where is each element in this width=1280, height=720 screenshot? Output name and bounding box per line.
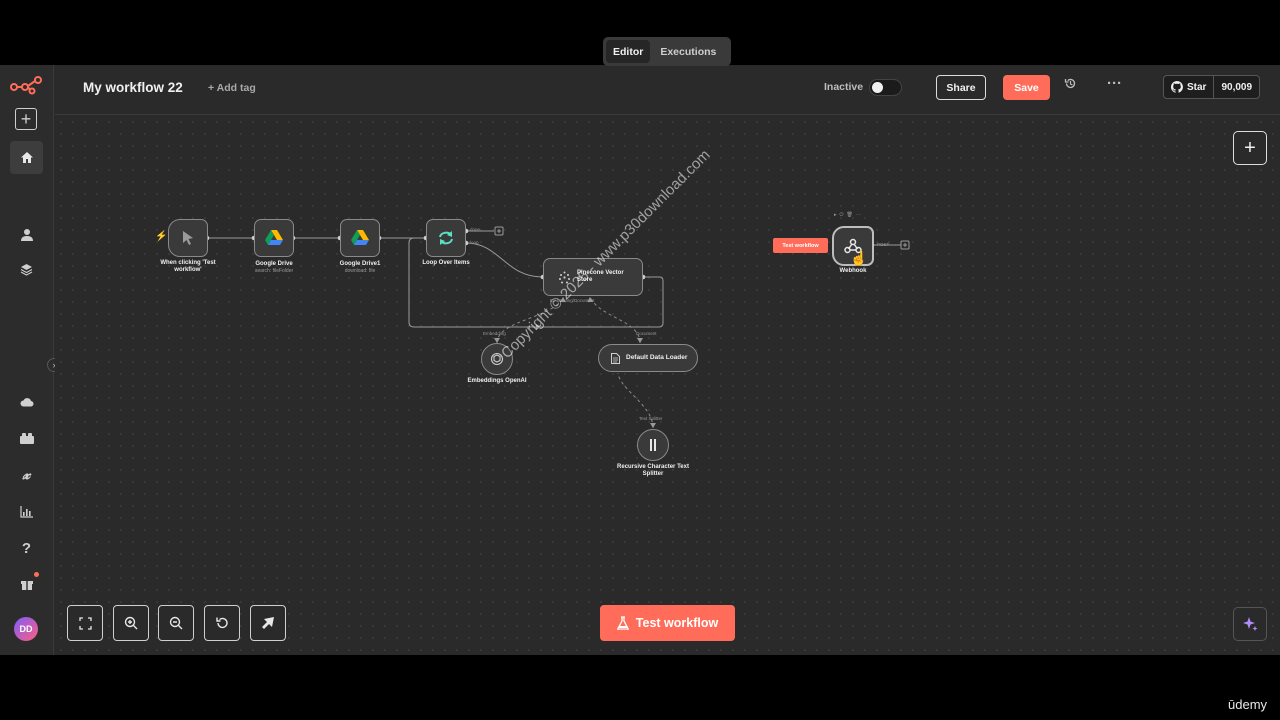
layers-icon[interactable] (10, 253, 43, 286)
github-star-button[interactable]: Star (1164, 76, 1215, 98)
home-icon[interactable] (10, 141, 43, 174)
tidy-up-button[interactable] (250, 605, 286, 641)
gift-icon[interactable] (10, 567, 43, 600)
zoom-in-icon (124, 616, 138, 630)
node-label: Default Data Loader (626, 354, 688, 362)
ai-assistant-button[interactable] (1233, 607, 1267, 641)
test-workflow-label: Test workflow (635, 616, 719, 630)
node-label: Recursive Character Text Splitter (617, 464, 689, 477)
document-label: Document (636, 331, 657, 336)
pinecone-input-label: Embedding/Document (550, 298, 595, 303)
github-icon (1171, 81, 1183, 93)
loop-icon (439, 231, 453, 245)
cursor-icon (183, 231, 193, 245)
open-nodes-panel-button[interactable]: + (1233, 131, 1267, 165)
node-subtitle: search: fileFolder (254, 268, 294, 274)
node-manual-trigger[interactable] (168, 219, 208, 257)
node-label: Pinecone Vector Store (577, 270, 624, 283)
text-splitter-icon (650, 439, 656, 451)
help-icon[interactable]: ? (21, 540, 32, 557)
more-options-icon[interactable]: ··· (1107, 75, 1122, 92)
toggle-knob (872, 82, 883, 93)
n8n-logo[interactable] (10, 75, 42, 100)
n8n-app: + › 𝔁 ? DD My workflow 22 + Add tag (0, 65, 1280, 655)
zoom-to-fit-button[interactable] (67, 605, 103, 641)
node-embeddings-openai[interactable] (481, 343, 513, 375)
webhook-icon (844, 238, 862, 254)
node-label: When clicking 'Test workflow' (160, 260, 216, 273)
save-button[interactable]: Save (1003, 75, 1050, 100)
loop-done-label: done (470, 227, 481, 232)
trigger-bolt-icon: ⚡ (155, 231, 168, 242)
templates-icon[interactable] (10, 422, 43, 455)
notification-dot (34, 572, 39, 577)
node-pinecone-vector-store[interactable]: Pinecone Vector Store (543, 258, 643, 296)
zoom-out-icon (169, 616, 183, 630)
node-label: Google Drive (255, 261, 293, 267)
node-subtitle: download: file (344, 268, 376, 274)
user-icon[interactable] (10, 218, 43, 251)
insights-icon[interactable] (10, 495, 43, 528)
view-tabs: Editor Executions (603, 37, 731, 66)
github-star-widget[interactable]: Star 90,009 (1163, 75, 1261, 99)
openai-icon (490, 352, 504, 366)
share-button[interactable]: Share (936, 75, 986, 100)
node-label: Webhook (839, 268, 867, 274)
variables-icon[interactable]: 𝔁 (22, 466, 31, 483)
history-icon[interactable] (1064, 77, 1077, 93)
sidebar: + › 𝔁 ? DD (0, 65, 61, 655)
loop-loop-label: loop (470, 240, 479, 245)
fit-view-icon (78, 616, 92, 630)
test-workflow-tag[interactable]: Test workflow (773, 238, 828, 253)
header: My workflow 22 + Add tag Inactive Share … (55, 65, 1280, 115)
embedding-label: Embedding (483, 331, 506, 336)
pinecone-icon (559, 271, 570, 283)
node-label: Loop Over Items (422, 260, 470, 266)
reset-zoom-button[interactable] (204, 605, 240, 641)
add-tag-link[interactable]: + Add tag (208, 82, 256, 94)
text-splitter-label: Text Splitter (639, 416, 663, 421)
cloud-icon[interactable] (10, 385, 43, 418)
flask-icon (617, 616, 629, 630)
node-label: Embeddings OpenAI (467, 378, 527, 384)
add-workflow-button[interactable]: + (15, 108, 37, 130)
test-workflow-button[interactable]: Test workflow (600, 605, 735, 641)
zoom-in-button[interactable] (113, 605, 149, 641)
node-label: Google Drive1 (339, 261, 381, 267)
github-star-label: Star (1187, 81, 1207, 93)
workflow-canvas[interactable] (55, 116, 1280, 655)
node-default-data-loader[interactable]: Default Data Loader (598, 344, 698, 372)
node-webhook[interactable] (832, 226, 874, 266)
tab-editor[interactable]: Editor (606, 40, 651, 63)
post-label: POST (877, 242, 890, 247)
active-toggle[interactable] (869, 79, 902, 96)
hand-cursor-icon: ☝ (850, 250, 868, 266)
active-status-label: Inactive (824, 81, 864, 93)
github-star-count: 90,009 (1221, 81, 1253, 93)
undo-icon (216, 617, 228, 629)
zoom-out-button[interactable] (158, 605, 194, 641)
tab-executions[interactable]: Executions (660, 45, 717, 58)
node-google-drive1[interactable] (340, 219, 380, 257)
google-drive-icon (351, 230, 369, 245)
broom-icon (262, 617, 274, 629)
udemy-logo: ūdemy (1228, 697, 1268, 712)
workflow-name[interactable]: My workflow 22 (83, 80, 183, 95)
node-google-drive[interactable] (254, 219, 294, 257)
node-recursive-text-splitter[interactable] (637, 429, 669, 461)
avatar[interactable]: DD (14, 617, 38, 641)
google-drive-icon (265, 230, 283, 245)
node-loop-over-items[interactable] (426, 219, 466, 257)
node-hover-toolbar[interactable]: ▸⏻🗑⋯ (834, 212, 864, 218)
document-icon (611, 352, 620, 364)
sparkle-icon (1243, 617, 1258, 631)
